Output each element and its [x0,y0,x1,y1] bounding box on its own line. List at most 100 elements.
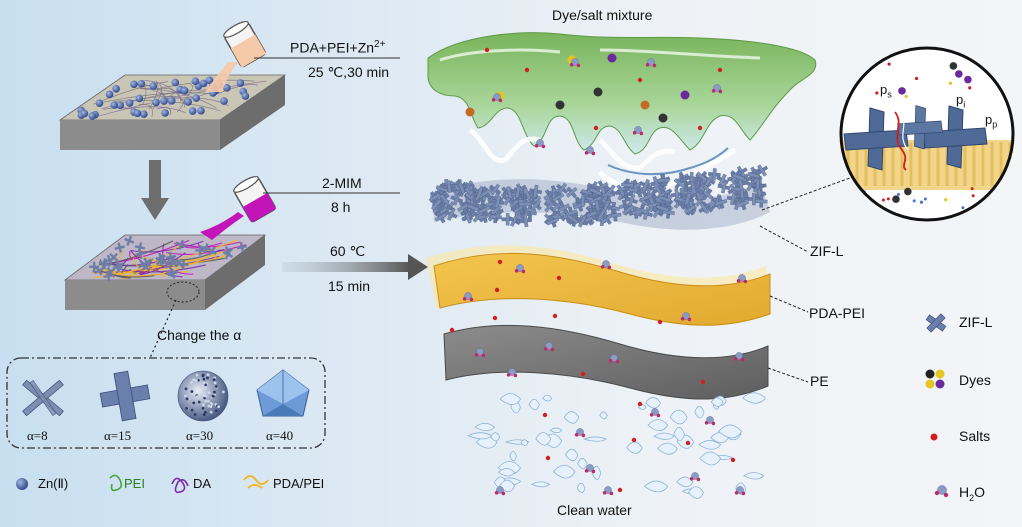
water-molecule [494,486,506,496]
hydrogen [680,317,685,321]
zif-arm [699,202,710,215]
fiber-strand [183,84,194,101]
zif-crystal [551,191,565,204]
zn-ion-dot [135,94,144,103]
sphere-grain [192,378,196,382]
water-droplet [717,424,743,439]
water-molecule [649,408,661,418]
zif-arm [673,178,686,189]
zif-arm [597,208,607,221]
zif-crystal [655,201,669,215]
pe-layer [443,324,769,400]
oxygen [586,464,594,472]
zif-arm [565,187,578,198]
zif-alpha15-icon [99,370,151,422]
zif-arm [621,182,634,188]
salt-ion [492,315,498,321]
zoom-circle [839,46,1015,222]
sphere-grain [207,404,211,408]
polymer-strand [131,240,204,253]
hydrogen [718,89,723,94]
zoom-label-pi: pi [956,92,966,110]
dye-particle [593,87,603,97]
permeate-particle [923,197,927,201]
zif-arm [564,209,578,217]
zif-crystal [94,265,104,276]
hydrogen [513,373,518,378]
legend-pda-pei: PDA/PEI [273,476,325,491]
dye-particle [697,125,703,131]
water-droplet [474,422,496,432]
salt-ion [542,412,548,418]
zif-arm [478,205,491,215]
zif-arm [551,192,565,202]
water-droplet [552,464,576,479]
hydrogen [639,131,644,136]
salt-ion [449,327,455,333]
hydrogen [494,491,499,495]
zn-ion-dot [180,86,189,95]
water-molecule [574,428,586,438]
hydrogen [741,491,746,496]
zn-ion-dot [130,80,138,89]
zif-crystal [491,195,505,209]
right-arrow [282,254,428,280]
pda-pei-label: PDA-PEI [809,305,866,321]
hydrogen [576,63,581,68]
oxygen [586,146,594,154]
oxygen [576,428,584,436]
salt-legend-icon [930,433,938,441]
permeate-particle [881,198,885,202]
zoom-particle [887,62,891,66]
water-droplet [656,442,678,455]
oxygen [602,260,610,268]
salt-ion [730,457,736,463]
hydrogen [711,421,716,426]
water-droplet [699,451,722,466]
zif-arm [518,202,532,206]
legend-zn: Zn(Ⅱ) [38,476,69,491]
sphere-grain [190,408,194,412]
hydrogen [740,357,745,362]
zif-arm [523,214,529,227]
zif-arm [435,185,449,193]
zoom-particle [968,86,972,90]
dyes-legend-icon [925,369,945,389]
salt-ion [545,455,551,461]
water-droplet [599,411,608,420]
zif-crystal [434,210,448,224]
zif-crystal [565,186,578,199]
sphere-grain [195,378,198,382]
zif-arm [168,251,173,263]
hydrogen [733,357,738,361]
zif-crystal [112,262,123,273]
zif-crystal [576,215,589,228]
zif-arm [143,257,152,267]
polymer-strand [197,243,225,253]
down-arrow [141,160,169,220]
zoom-spot [166,281,200,303]
zif-crystal [622,203,635,216]
water-droplet [643,480,669,493]
zif-crystal [109,252,119,262]
legend-salts: Salts [959,428,991,444]
zif-crystal [639,191,653,204]
hydrogen [534,144,539,148]
zif-crystal [566,213,579,225]
hydrogen [469,297,474,302]
water-droplet [499,393,522,405]
step3-temperature: 60 ℃ [330,243,366,259]
hydrogen [491,98,496,102]
zif-arm [94,267,104,275]
dye-particle [637,77,643,83]
zif-crystal [726,192,740,206]
dye-particle [524,67,530,73]
zoom-particle [919,200,924,204]
hydrogen [696,477,701,482]
polymer-strand [140,252,186,276]
dye-particle [680,90,690,100]
permeate-particle [849,204,853,208]
sphere-grain [202,413,206,417]
hydrogen [591,151,596,156]
zif-arm [103,274,114,278]
